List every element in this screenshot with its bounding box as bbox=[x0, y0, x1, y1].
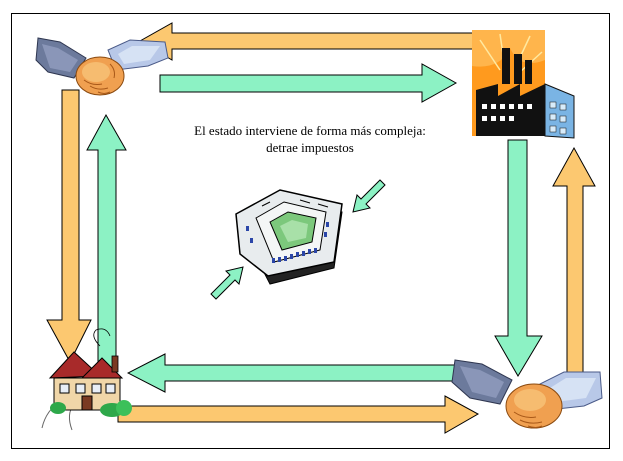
arrow-upper-right-green bbox=[159, 63, 458, 103]
arrow-bottom-right-orange bbox=[117, 395, 480, 434]
arrow-top-left-orange bbox=[139, 22, 474, 61]
arrow-left-down-orange bbox=[46, 89, 92, 364]
house-icon bbox=[41, 328, 132, 431]
arrow-left-up-green bbox=[86, 113, 127, 371]
caption-line-2: detrae impuestos bbox=[266, 140, 354, 155]
handshake-icon bbox=[451, 359, 603, 429]
arrow-right-up-orange bbox=[552, 146, 596, 386]
factory-icon bbox=[472, 30, 575, 139]
handshake-icon bbox=[35, 37, 169, 96]
arrow-lower-left-green bbox=[126, 353, 456, 393]
arrow-diagonal-to-pentagon-top bbox=[352, 179, 386, 213]
arrow-right-down-green bbox=[494, 139, 543, 377]
pentagon-government-icon bbox=[235, 189, 343, 285]
slide-frame bbox=[11, 13, 610, 449]
diagram-caption: El estado interviene de forma más comple… bbox=[160, 122, 460, 156]
caption-line-1: El estado interviene de forma más comple… bbox=[194, 123, 426, 138]
arrow-diagonal-to-pentagon-bottom bbox=[210, 266, 244, 300]
